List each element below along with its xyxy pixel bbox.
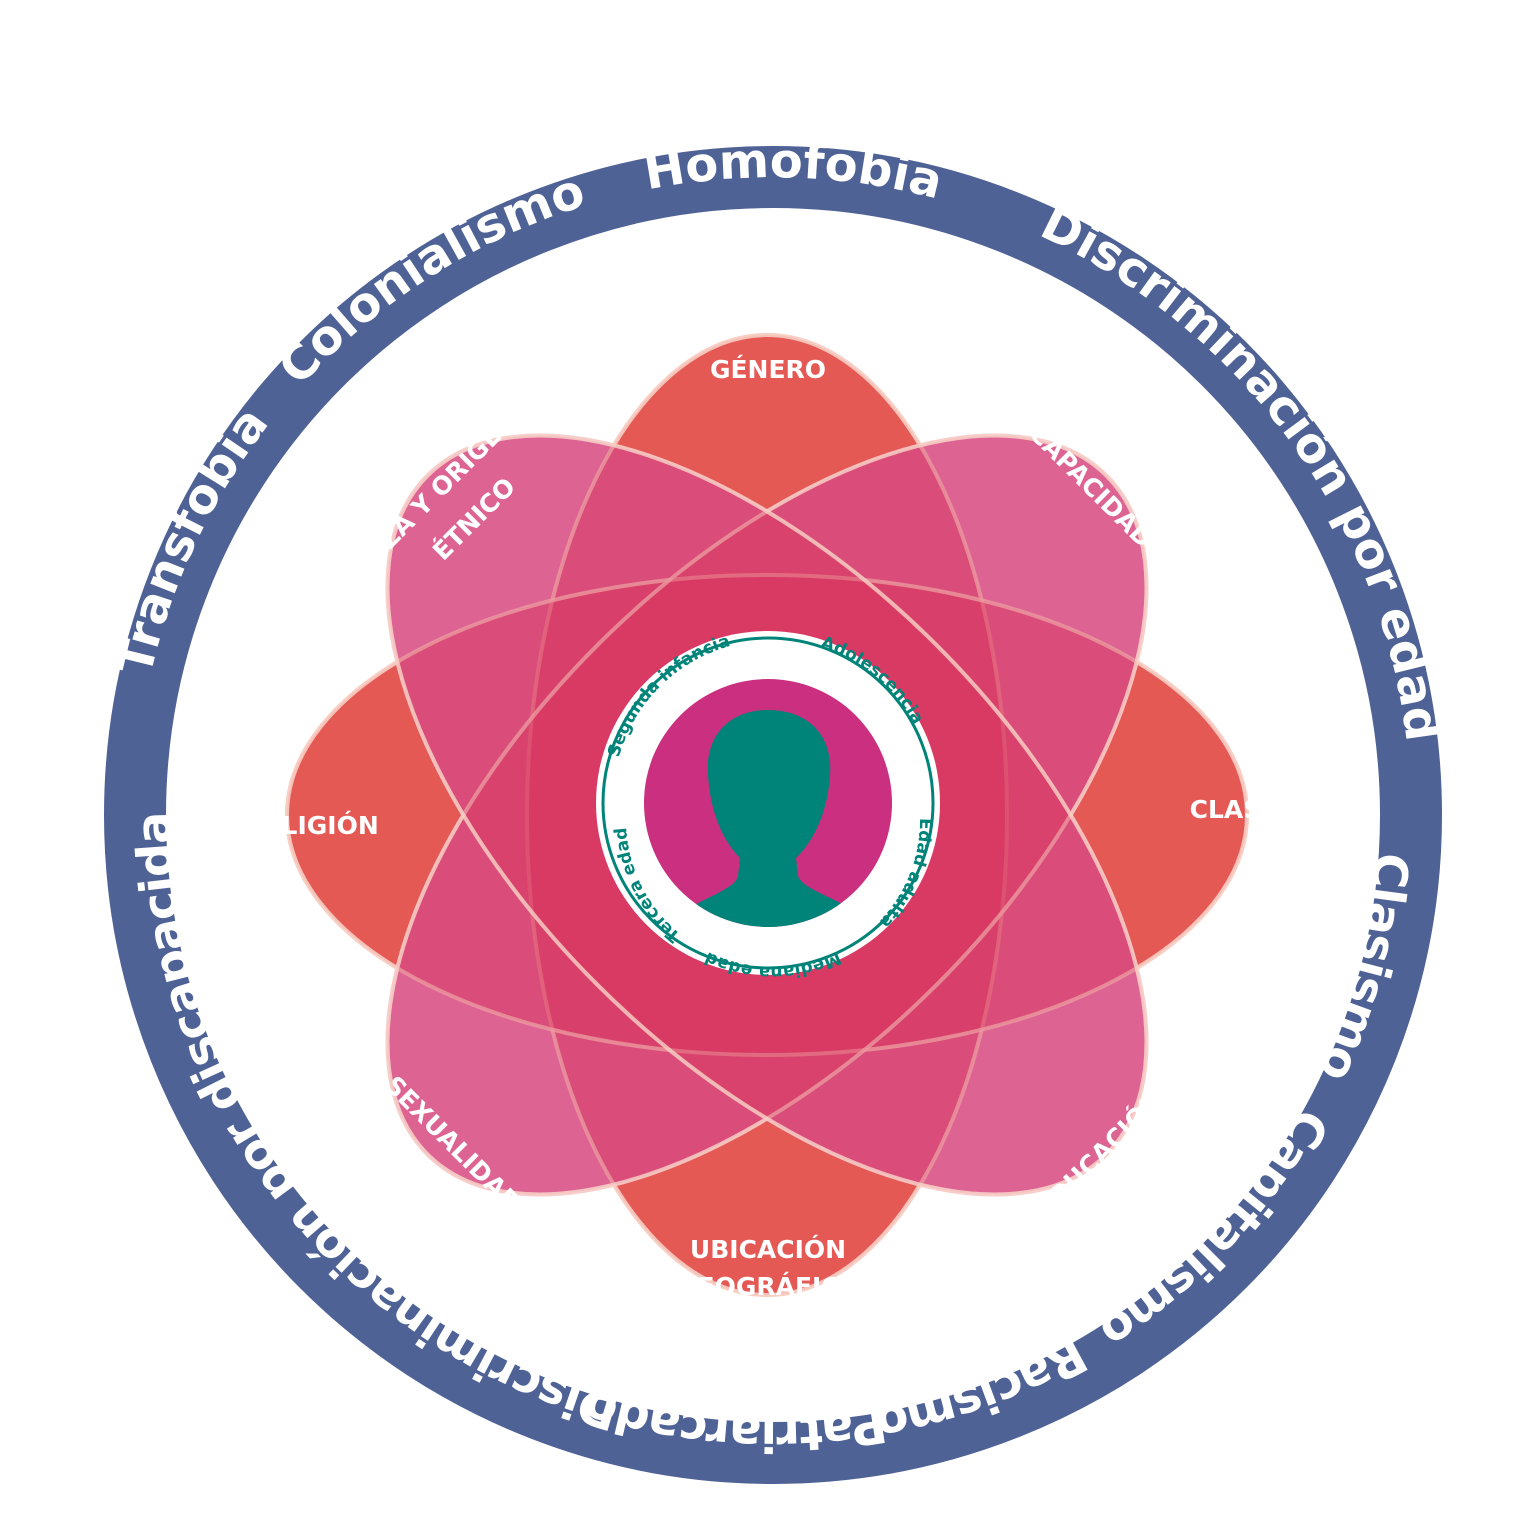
ring-label-colonialismo: Colonialismo xyxy=(268,163,592,396)
person-icon xyxy=(680,710,860,927)
label-religion: RELIGIÓN xyxy=(245,810,379,840)
age-ring-outline xyxy=(601,636,935,970)
label-ubicacion-1: UBICACIÓN xyxy=(690,1234,846,1264)
label-ubicacion-2: GEOGRÁFICA xyxy=(677,1272,860,1301)
outer-ring-band xyxy=(104,146,1442,1484)
label-genero: GÉNERO xyxy=(710,355,826,384)
ring-label-transfobia: Transfobia xyxy=(107,397,279,680)
label-clase: CLASE xyxy=(1190,795,1279,824)
center-person: Segunda infancia Adolescencia Edad adult… xyxy=(596,631,940,982)
